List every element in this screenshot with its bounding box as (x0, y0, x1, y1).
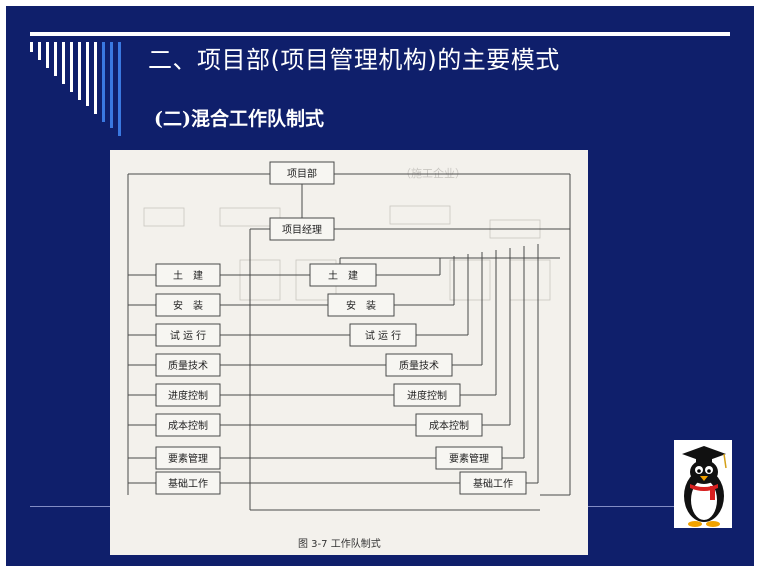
ghost-box (219, 207, 281, 227)
bar (38, 42, 41, 60)
left-unit-4-label: 进度控制 (168, 389, 208, 402)
header-rule (30, 32, 730, 36)
bar (86, 42, 89, 106)
left-unit-0-label: 土 建 (173, 269, 203, 282)
right-unit-1-label: 安 装 (346, 299, 376, 312)
ghost-box (389, 205, 451, 225)
company-label: （施工企业） (400, 166, 466, 180)
left-unit-2-label: 试 运 行 (170, 329, 206, 342)
slide-panel: 二、项目部(项目管理机构)的主要模式 (二)混合工作队制式 项目部（施工企业）项… (6, 6, 754, 566)
bar (46, 42, 49, 68)
org-chart-figure: 项目部 （施工企业） 项目经理土 建安 装试 运 行质量技术进度控制成本控制要素管理… (110, 150, 588, 555)
ghost-box (239, 259, 281, 301)
bar (102, 42, 105, 122)
figure-caption: 图 3-7 工作队制式 (298, 537, 381, 550)
project-dept-label: 项目部 (287, 167, 317, 180)
left-unit-1-label: 安 装 (173, 299, 203, 312)
ghost-box (143, 207, 185, 227)
right-unit-6-label: 要素管理 (449, 452, 489, 465)
right-unit-5-label: 成本控制 (429, 419, 469, 432)
left-unit-7-label: 基础工作 (168, 477, 208, 490)
ghost-box (509, 259, 551, 301)
slide-subtitle: (二)混合工作队制式 (154, 108, 324, 130)
left-unit-6-label: 要素管理 (168, 452, 208, 465)
bar (78, 42, 81, 100)
bar (62, 42, 65, 84)
right-unit-2-label: 试 运 行 (365, 329, 401, 342)
right-unit-4-label: 进度控制 (407, 389, 447, 402)
bar (30, 42, 33, 52)
bar (94, 42, 97, 114)
left-unit-5-label: 成本控制 (168, 419, 208, 432)
slide-title: 二、项目部(项目管理机构)的主要模式 (148, 46, 560, 74)
right-unit-7-label: 基础工作 (473, 477, 513, 490)
left-unit-3-label: 质量技术 (168, 359, 208, 372)
project-manager-label: 项目经理 (282, 223, 322, 236)
right-unit-0-label: 土 建 (328, 269, 358, 282)
right-unit-3-label: 质量技术 (399, 359, 439, 372)
bar (54, 42, 57, 76)
ghost-box (449, 259, 491, 301)
bar (110, 42, 113, 128)
penguin-graduate-icon (674, 440, 732, 528)
bar (118, 42, 121, 136)
bar (70, 42, 73, 92)
